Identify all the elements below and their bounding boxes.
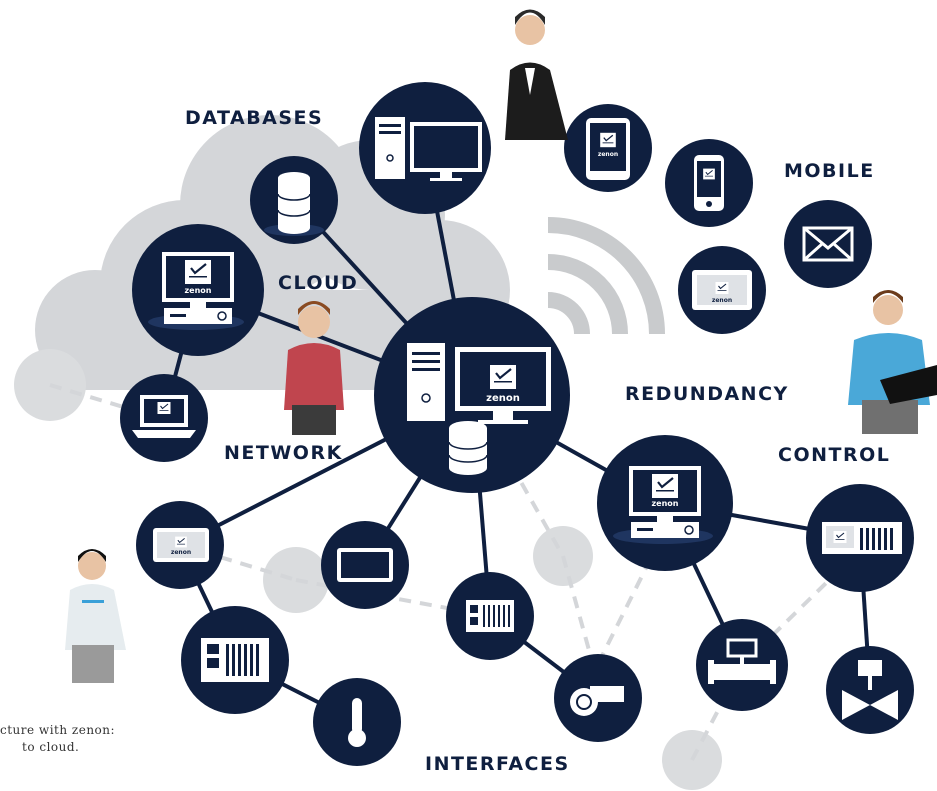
- svg-text:zenon: zenon: [598, 151, 618, 158]
- laptop-node: [120, 374, 208, 462]
- hmi-panel-node: zenon: [136, 501, 224, 589]
- caption: cture with zenon: to cloud.: [0, 722, 115, 756]
- tablet-node: zenon: [564, 104, 652, 192]
- caption-line-2: to cloud.: [22, 740, 80, 754]
- woman-white-coat-figure: [65, 549, 126, 683]
- label-interfaces: INTERFACES: [425, 753, 570, 775]
- email-node: [784, 200, 872, 288]
- zenon-brand-text: zenon: [486, 393, 520, 404]
- central-server-node: zenon: [374, 297, 570, 493]
- label-control: CONTROL: [778, 444, 891, 466]
- blank-panel-node: [321, 521, 409, 609]
- label-network: NETWORK: [224, 442, 343, 464]
- workstation-node: [359, 82, 491, 214]
- database-node: [250, 156, 338, 244]
- man-red-shirt-figure: [284, 301, 344, 435]
- svg-text:zenon: zenon: [712, 297, 732, 304]
- svg-text:zenon: zenon: [652, 499, 679, 508]
- redundancy-station-node: zenon: [597, 435, 733, 571]
- panel-display-node: zenon: [678, 246, 766, 334]
- label-mobile: MOBILE: [784, 160, 875, 182]
- cloud-station-node: zenon: [132, 224, 264, 356]
- svg-text:zenon: zenon: [171, 549, 191, 556]
- phone-node: [665, 139, 753, 227]
- valve-node: [826, 646, 914, 734]
- man-blue-shirt-figure: [848, 290, 937, 434]
- encoder-node: [554, 654, 642, 742]
- io-module-node: [181, 606, 289, 714]
- label-cloud: CLOUD: [278, 272, 359, 294]
- svg-text:zenon: zenon: [185, 286, 212, 295]
- label-databases: DATABASES: [185, 107, 324, 129]
- control-plc-node: [806, 484, 914, 592]
- caption-line-1: cture with zenon:: [0, 723, 116, 737]
- thermometer-node: [313, 678, 401, 766]
- interface-module-node: [446, 572, 534, 660]
- flow-meter-node: [696, 619, 788, 711]
- businesswoman-figure: [505, 9, 568, 140]
- wifi-signal-icon: [547, 217, 665, 335]
- label-redundancy: REDUNDANCY: [625, 383, 789, 405]
